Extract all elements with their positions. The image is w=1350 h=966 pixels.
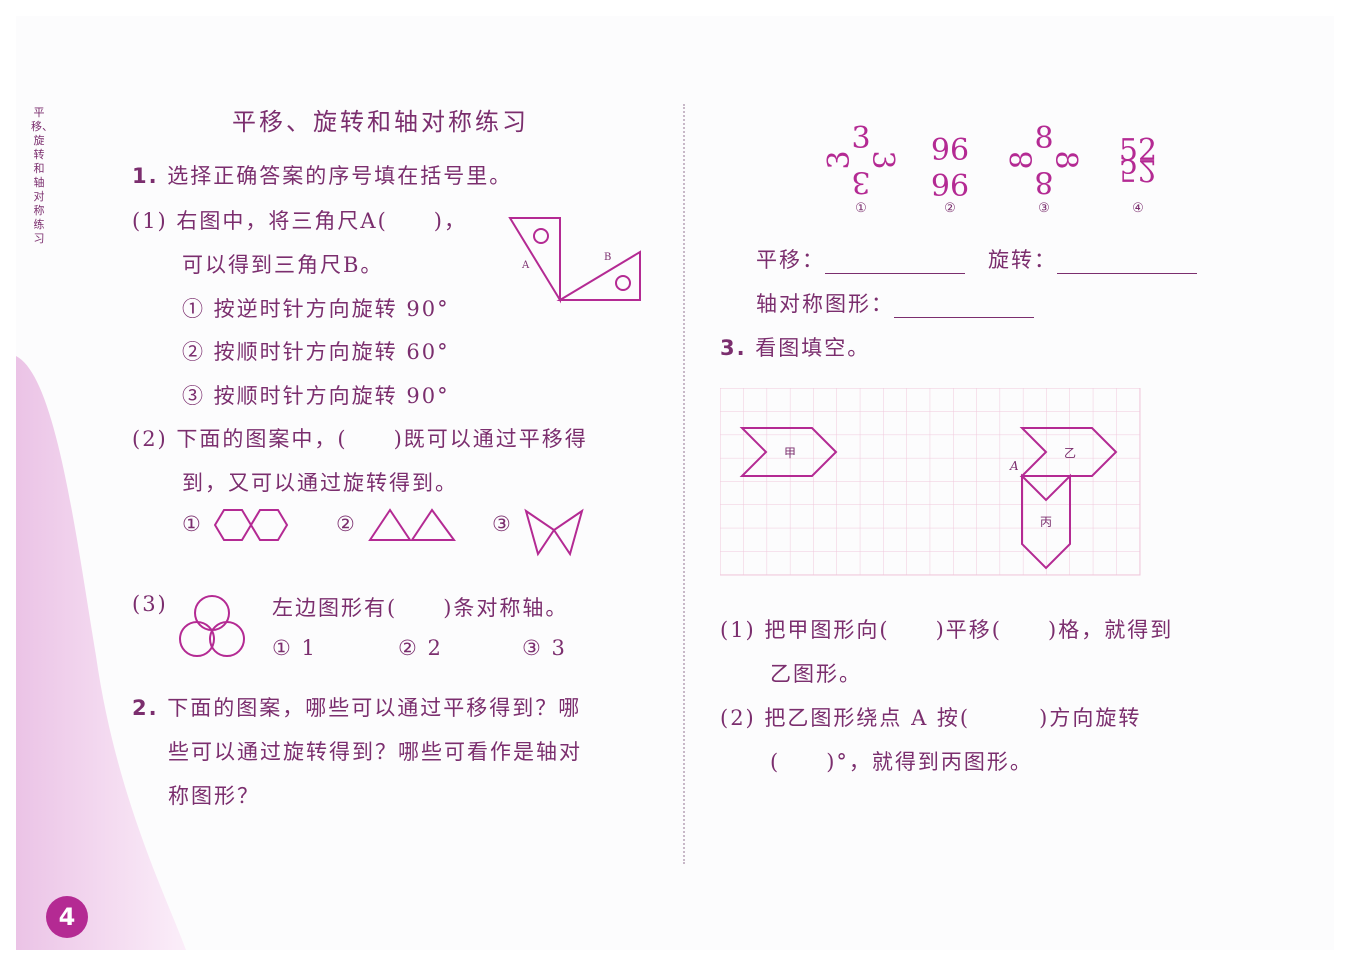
point-a-label: A	[1009, 459, 1019, 473]
shape-jia-label: 甲	[784, 446, 796, 460]
q3-part1-line2: 乙图形。	[770, 662, 862, 686]
translation-blank[interactable]	[825, 253, 965, 274]
pattern-2-top: 96	[931, 133, 969, 168]
pattern-1-label: ①	[855, 201, 867, 214]
grid-figure: 甲 乙 丙 A	[720, 388, 1141, 576]
q3-part2-line1: (2) 把乙图形绕点 A 按( )方向旋转	[720, 706, 1142, 730]
question-3-text: 看图填空。	[755, 336, 871, 360]
q1-part3-text: 左边图形有( )条对称轴。	[272, 596, 569, 620]
q1-option-2: ② 按顺时针方向旋转 60°	[182, 340, 450, 364]
pattern-2-marker: ②	[336, 512, 357, 536]
q1-part3-label: (3)	[132, 592, 168, 616]
shape-bing-label: 丙	[1040, 515, 1052, 529]
shape-bing	[1021, 473, 1071, 570]
pattern-1-bottom: 3	[851, 164, 870, 199]
question-3-number: 3.	[720, 336, 747, 360]
pattern-1-left: 3	[822, 150, 857, 169]
pattern-4-top: 52	[1119, 133, 1156, 168]
symmetry-blank[interactable]	[894, 297, 1034, 318]
rotation-blank[interactable]	[1057, 253, 1197, 274]
q1-part3-option-2: ② 2	[398, 636, 443, 660]
bowtie-pattern	[524, 508, 584, 557]
triangle-b	[556, 250, 641, 301]
hexagon-pattern	[214, 509, 289, 541]
translation-label: 平移：	[756, 248, 825, 272]
symmetry-label: 轴对称图形：	[756, 292, 894, 316]
page-number-badge: 4	[46, 896, 88, 938]
page-divider	[683, 104, 687, 864]
triangle-b-label: B	[604, 252, 611, 263]
rotation-answer-row: 旋转：	[988, 244, 1197, 274]
question-3: 3. 看图填空。	[720, 332, 870, 362]
triangle-a-label: A	[521, 260, 530, 271]
q1-option-3: ③ 按顺时针方向旋转 90°	[182, 384, 450, 408]
question-2: 2. 下面的图案，哪些可以通过平移得到？哪	[132, 692, 581, 722]
triangle-ruler-figure: A B	[508, 217, 641, 304]
translation-answer-row: 平移：	[756, 244, 965, 274]
q3-part1-line1: (1) 把甲图形向( )平移( )格，就得到	[720, 618, 1174, 642]
pattern-1-right: 3	[865, 150, 900, 169]
question-2-number: 2.	[132, 696, 159, 720]
q1-part2-line1: (2) 下面的图案中，( )既可以通过平移得	[132, 427, 588, 451]
side-label: 平移、旋转和轴对称练习	[31, 106, 53, 245]
pattern-4-label: ④	[1132, 201, 1144, 214]
q1-part2-line2: 到，又可以通过旋转得到。	[182, 471, 458, 495]
pattern-3-marker: ③	[492, 512, 513, 536]
question-2-line-3: 称图形？	[168, 784, 260, 808]
page-title: 平移、旋转和轴对称练习	[232, 108, 529, 136]
q1-part1-line2: 可以得到三角尺B。	[182, 253, 384, 277]
three-circles-figure	[179, 595, 245, 657]
pattern-4-bottom: 52	[1119, 152, 1156, 187]
pattern-2-bottom: 96	[931, 169, 969, 204]
workbook-page: 平移、旋转和轴对称练习 平移、旋转和轴对称练习 1. 选择正确答案的序号填在括号…	[16, 16, 1334, 950]
triangle-a-hole	[533, 228, 549, 244]
question-1-number: 1.	[132, 164, 159, 188]
pattern-3-top: 8	[1034, 121, 1053, 156]
triangle-pattern	[368, 508, 456, 541]
pattern-3-left: 8	[1005, 150, 1040, 169]
side-decoration	[16, 356, 186, 950]
shape-jia	[739, 427, 838, 477]
q1-option-1: ① 按逆时针方向旋转 90°	[182, 297, 450, 321]
question-1-text: 选择正确答案的序号填在括号里。	[167, 164, 513, 188]
q1-part3-option-3: ③ 3	[522, 636, 567, 660]
digit-patterns: 3 3 3 3 96 96 8 8 8 8 52 52 ① ② ③ ④	[822, 121, 1156, 214]
q1-part3-option-1: ① 1	[272, 636, 317, 660]
pattern-1-marker: ①	[182, 512, 203, 536]
question-2-line-2: 些可以通过旋转得到？哪些可看作是轴对	[168, 740, 582, 764]
triangle-a	[508, 217, 561, 304]
pattern-2-label: ②	[944, 201, 956, 214]
question-1: 1. 选择正确答案的序号填在括号里。	[132, 160, 512, 190]
pattern-3-right: 8	[1048, 150, 1083, 169]
triangle-b-hole	[615, 275, 631, 291]
question-2-line-1: 下面的图案，哪些可以通过平移得到？哪	[167, 696, 582, 720]
shape-yi	[1019, 427, 1118, 477]
q3-part2-line2: ( )°，就得到丙图形。	[770, 750, 1033, 774]
symmetry-answer-row: 轴对称图形：	[756, 288, 1034, 318]
pattern-1-top: 3	[851, 121, 870, 156]
pattern-3-label: ③	[1038, 201, 1050, 214]
q1-part1-line1: (1) 右图中，将三角尺A( )，	[132, 209, 467, 233]
rotation-label: 旋转：	[988, 248, 1057, 272]
pattern-3-bottom: 8	[1034, 164, 1053, 199]
shape-yi-label: 乙	[1064, 446, 1076, 460]
